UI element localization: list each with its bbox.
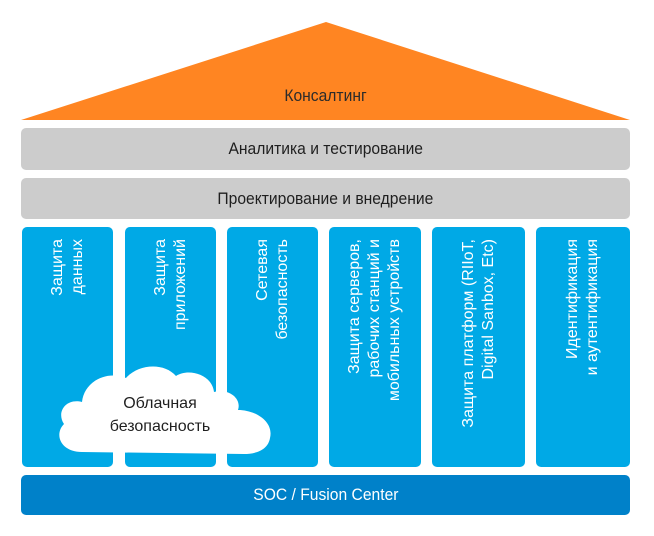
pillar-line: и аутентификация: [584, 239, 601, 376]
pillar-platform-protection: Защита платформ (RIIoT, Digital Sanbox, …: [432, 227, 525, 467]
cloud-line: безопасность: [109, 418, 211, 435]
pillar-line: Защита платформ (RIIoT,: [459, 239, 477, 428]
pillar-line: Digital Sanbox, Etc): [479, 239, 497, 380]
cloud-line: Облачная: [123, 395, 197, 412]
pillar-line: мобильных устройств: [386, 239, 403, 402]
analytics-label: Аналитика и тестирование: [228, 139, 423, 158]
cloud-icon: [59, 366, 271, 454]
design-label: Проектирование и внедрение: [217, 188, 434, 208]
pillar-line: Защита серверов,: [346, 239, 363, 374]
pillar-identity-auth: Идентификация и аутентификация: [536, 227, 630, 467]
soc-label: SOC / Fusion Center: [252, 485, 399, 504]
soc-foundation: SOC / Fusion Center: [21, 475, 630, 515]
pillar-line: Идентификация: [564, 239, 581, 359]
roof-triangle: [21, 22, 630, 120]
consulting-label: Консалтинг: [284, 86, 367, 105]
cloud-security-label: Облачная безопасность: [70, 392, 250, 438]
pillar-line: рабочих станций и: [366, 239, 383, 378]
analytics-layer: Аналитика и тестирование: [21, 128, 630, 170]
design-layer: Проектирование и внедрение: [21, 178, 630, 219]
pillar-endpoint-protection: Защита серверов, рабочих станций и мобил…: [329, 227, 421, 467]
